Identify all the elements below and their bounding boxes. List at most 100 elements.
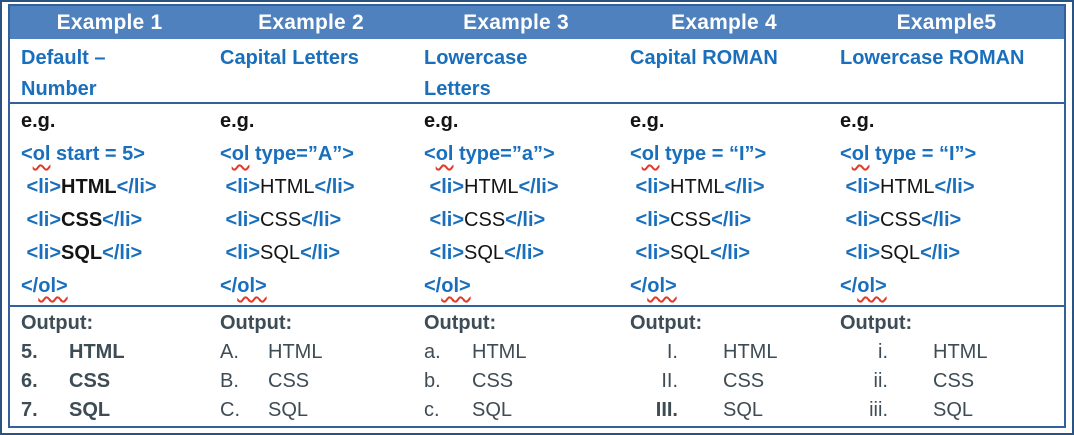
description-line: Lowercase ROMAN bbox=[840, 47, 1025, 69]
li-content: SQL bbox=[670, 242, 711, 264]
ol-close-squiggle: ol> bbox=[237, 275, 267, 297]
ol-tag-squiggle: ol bbox=[641, 143, 660, 165]
code-li-line: <li>HTML</li> bbox=[424, 171, 619, 204]
output-item: b.CSS bbox=[424, 367, 619, 396]
code-li-line: <li>SQL</li> bbox=[630, 237, 829, 270]
output-item: i.HTML bbox=[840, 338, 1064, 367]
li-content: SQL bbox=[260, 242, 301, 264]
output-item: ii.CSS bbox=[840, 367, 1064, 396]
code-close-bracket: </ bbox=[21, 275, 39, 297]
code-close-line: </ol> bbox=[424, 270, 619, 303]
output-text: SQL bbox=[69, 399, 111, 421]
column-header-label: Example 1 bbox=[56, 10, 163, 34]
ol-close-squiggle: ol> bbox=[857, 275, 887, 297]
column-header-label: Example 3 bbox=[463, 10, 569, 34]
code-open-attrs: start = 5> bbox=[50, 143, 145, 165]
code-li-line: <li>SQL</li> bbox=[424, 237, 619, 270]
output-text: CSS bbox=[723, 370, 765, 392]
code-cell: e.g.<ol type=”A”> <li>HTML</li> <li>CSS<… bbox=[209, 104, 413, 305]
output-marker: 7. bbox=[21, 399, 38, 421]
li-content: CSS bbox=[670, 209, 712, 231]
li-close-tag: </li> bbox=[300, 242, 341, 264]
output-item: B.CSS bbox=[220, 367, 413, 396]
code-cell: e.g.<ol type=”a”> <li>HTML</li> <li>CSS<… bbox=[413, 104, 619, 305]
code-cell: e.g.<ol type = “I”> <li>HTML</li> <li>CS… bbox=[619, 104, 829, 305]
eg-label: e.g. bbox=[220, 110, 255, 132]
code-li-line: <li>SQL</li> bbox=[220, 237, 413, 270]
description-line: Default – bbox=[21, 47, 106, 69]
output-label: Output: bbox=[21, 312, 94, 334]
output-item: 6.CSS bbox=[21, 367, 209, 396]
output-item: A.HTML bbox=[220, 338, 413, 367]
li-open-tag: <li> bbox=[220, 242, 261, 264]
li-open-tag: <li> bbox=[21, 176, 62, 198]
ol-tag-squiggle: ol bbox=[435, 143, 454, 165]
li-close-tag: </li> bbox=[301, 209, 342, 231]
code-li-line: <li>HTML</li> bbox=[630, 171, 829, 204]
li-content: HTML bbox=[880, 176, 935, 198]
li-open-tag: <li> bbox=[21, 242, 62, 264]
output-item: 5.HTML bbox=[21, 338, 209, 367]
ol-tag-squiggle: ol bbox=[231, 143, 250, 165]
output-text: SQL bbox=[723, 399, 764, 421]
output-label: Output: bbox=[840, 312, 913, 334]
code-li-line: <li>HTML</li> bbox=[840, 171, 1064, 204]
code-open-attrs: type = “I”> bbox=[869, 143, 977, 165]
li-open-tag: <li> bbox=[630, 242, 671, 264]
output-text: HTML bbox=[723, 341, 778, 363]
output-marker: B. bbox=[220, 370, 239, 392]
li-open-tag: <li> bbox=[220, 176, 261, 198]
code-close-line: </ol> bbox=[220, 270, 413, 303]
output-item: c.SQL bbox=[424, 396, 619, 425]
li-open-tag: <li> bbox=[840, 242, 881, 264]
li-open-tag: <li> bbox=[840, 209, 881, 231]
ol-close-squiggle: ol> bbox=[647, 275, 677, 297]
column-header-label: Example 2 bbox=[258, 10, 364, 34]
column-description: Lowercase ROMAN bbox=[829, 39, 1064, 102]
li-open-tag: <li> bbox=[21, 209, 62, 231]
li-close-tag: </li> bbox=[518, 176, 559, 198]
code-open-bracket: < bbox=[220, 143, 232, 165]
output-text: CSS bbox=[472, 370, 514, 392]
li-close-tag: </li> bbox=[921, 209, 962, 231]
output-item: a.HTML bbox=[424, 338, 619, 367]
output-marker: III. bbox=[655, 399, 678, 421]
output-text: HTML bbox=[268, 341, 323, 363]
li-open-tag: <li> bbox=[424, 209, 465, 231]
li-open-tag: <li> bbox=[840, 176, 881, 198]
li-close-tag: </li> bbox=[102, 242, 143, 264]
li-close-tag: </li> bbox=[711, 209, 752, 231]
output-item: 7. SQL bbox=[21, 396, 209, 425]
output-marker: 5. bbox=[21, 341, 38, 363]
code-li-line: <li>HTML</li> bbox=[21, 171, 209, 204]
ol-tag-squiggle: ol bbox=[32, 143, 51, 165]
column-description: Capital ROMAN bbox=[619, 39, 829, 102]
output-text: HTML bbox=[472, 341, 527, 363]
eg-label: e.g. bbox=[630, 110, 665, 132]
output-label: Output: bbox=[220, 312, 293, 334]
li-content: CSS bbox=[260, 209, 302, 231]
li-content: HTML bbox=[464, 176, 519, 198]
code-open-line: <ol type = “I”> bbox=[840, 138, 1064, 171]
code-close-bracket: </ bbox=[424, 275, 442, 297]
code-li-line: <li>CSS</li> bbox=[630, 204, 829, 237]
output-marker: c. bbox=[424, 399, 440, 421]
output-marker: 6. bbox=[21, 370, 38, 392]
code-close-bracket: </ bbox=[630, 275, 648, 297]
column-description: Capital Letters bbox=[209, 39, 413, 102]
description-line: Capital ROMAN bbox=[630, 47, 778, 69]
code-open-attrs: type=”a”> bbox=[453, 143, 555, 165]
li-content: HTML bbox=[260, 176, 315, 198]
li-content: CSS bbox=[464, 209, 506, 231]
code-open-bracket: < bbox=[630, 143, 642, 165]
output-text: CSS bbox=[933, 370, 975, 392]
output-item: III. SQL bbox=[630, 396, 829, 425]
code-close-bracket: </ bbox=[840, 275, 858, 297]
li-content: SQL bbox=[880, 242, 921, 264]
output-text: SQL bbox=[268, 399, 309, 421]
output-item: II.CSS bbox=[630, 367, 829, 396]
